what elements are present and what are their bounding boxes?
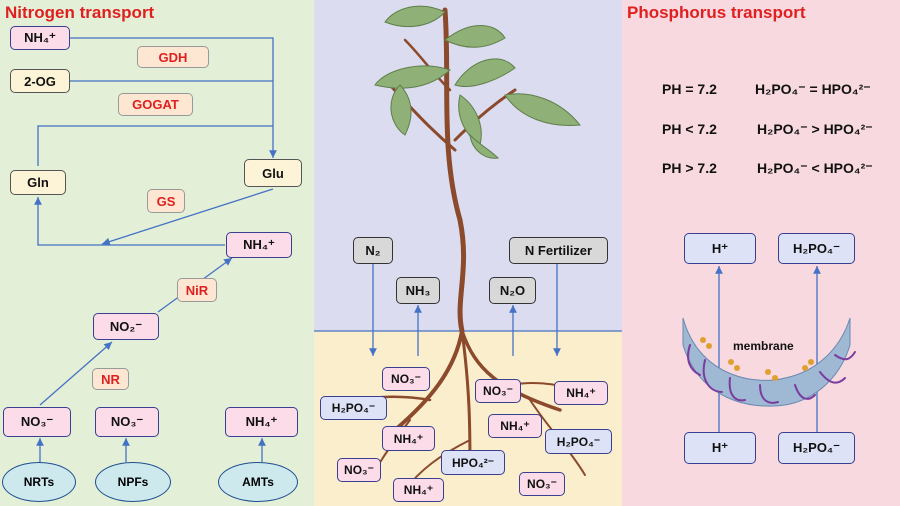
h-plus-bottom: H⁺: [684, 432, 756, 464]
ph-eq3-left: PH > 7.2: [662, 160, 717, 176]
soil-nh4-1: NH₄⁺: [554, 381, 608, 405]
soil-no3-3: NO₃⁻: [337, 458, 381, 482]
2og-box: 2-OG: [10, 69, 70, 93]
nir-label: NiR: [177, 278, 217, 302]
nrts-transporter: NRTs: [2, 462, 76, 502]
nh4-bot-box: NH₄⁺: [225, 407, 298, 437]
h2po4-bottom: H₂PO₄⁻: [778, 432, 855, 464]
ph-eq1-right: H₂PO₄⁻ = HPO₄²⁻: [755, 81, 871, 97]
no3-box-b: NO₃⁻: [95, 407, 159, 437]
sky-area: [314, 0, 622, 331]
glu-box: Glu: [244, 159, 302, 187]
nh3-box: NH₃: [396, 277, 440, 304]
h-plus-top: H⁺: [684, 233, 756, 264]
no3-box-a: NO₃⁻: [3, 407, 71, 437]
ph-eq3-right: H₂PO₄⁻ < HPO₄²⁻: [757, 160, 873, 176]
soil-h2po4-1: H₂PO₄⁻: [320, 396, 387, 420]
nitrogen-title: Nitrogen transport: [5, 3, 155, 22]
phosphorus-title: Phosphorus transport: [627, 3, 806, 22]
membrane-label: membrane: [733, 339, 794, 353]
h2po4-top: H₂PO₄⁻: [778, 233, 855, 264]
nh4-mid-box: NH₄⁺: [226, 232, 292, 258]
ph-eq2-left: PH < 7.2: [662, 121, 717, 137]
gs-label: GS: [147, 189, 185, 213]
amts-transporter: AMTs: [218, 462, 298, 502]
phosphorus-panel: [622, 0, 900, 506]
soil-nh4-3: NH₄⁺: [488, 414, 542, 438]
nh4-top-box: NH₄⁺: [10, 26, 70, 50]
npfs-transporter: NPFs: [95, 462, 171, 502]
n-fertilizer-box: N Fertilizer: [509, 237, 608, 264]
soil-hpo4: HPO₄²⁻: [441, 450, 505, 475]
soil-nh4-2: NH₄⁺: [382, 426, 435, 451]
ph-eq2-right: H₂PO₄⁻ > HPO₄²⁻: [757, 121, 873, 137]
soil-h2po4-2: H₂PO₄⁻: [545, 429, 612, 454]
nr-label: NR: [92, 368, 129, 390]
soil-no3-2: NO₃⁻: [475, 379, 521, 403]
soil-nh4-4: NH₄⁺: [393, 478, 444, 502]
soil-no3-4: NO₃⁻: [519, 472, 565, 496]
n2-box: N₂: [353, 237, 393, 264]
gln-box: Gln: [10, 170, 66, 195]
ph-eq1-left: PH = 7.2: [662, 81, 717, 97]
no2-box: NO₂⁻: [93, 313, 159, 340]
gdh-label: GDH: [137, 46, 209, 68]
soil-no3-1: NO₃⁻: [382, 367, 430, 391]
gogat-label: GOGAT: [118, 93, 193, 116]
n2o-box: N₂O: [489, 277, 536, 304]
